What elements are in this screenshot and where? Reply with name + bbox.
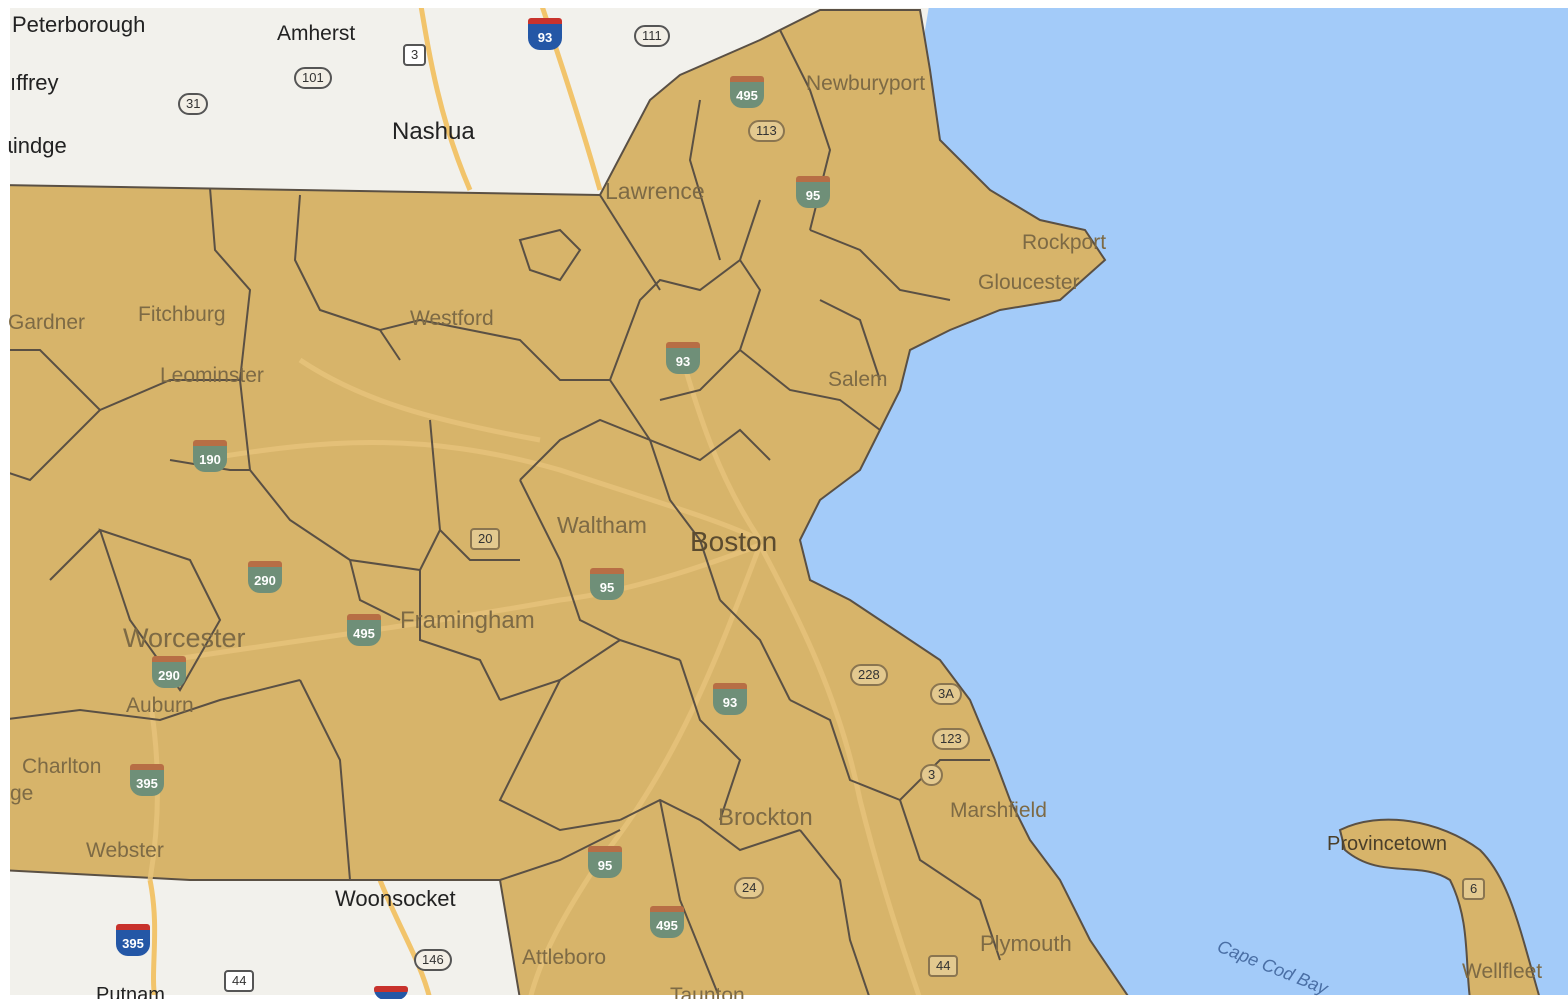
interstate-shield-290-south: 290: [152, 656, 186, 688]
interstate-shield-93: 93: [528, 18, 562, 50]
interstate-shield-495-north: 495: [730, 76, 764, 108]
route-shield-3a: 3A: [930, 683, 962, 705]
route-shield-31: 31: [178, 93, 209, 115]
interstate-shield-partial: [374, 986, 408, 999]
label-woonsocket: Woonsocket: [335, 886, 456, 911]
label-wellfleet: Wellfleet: [1462, 960, 1543, 983]
label-newburyport: Newburyport: [806, 72, 926, 95]
label-rockport: Rockport: [1022, 231, 1107, 254]
label-nashua: Nashua: [392, 118, 475, 145]
roads-inside: [147, 349, 923, 999]
label-ge: ge: [10, 782, 34, 805]
top-edge: [0, 0, 1568, 8]
district-borders: [0, 29, 1001, 999]
interstate-shield-290: 290: [248, 561, 282, 593]
interstate-shield-495-south: 495: [650, 906, 684, 938]
label-worcester: Worcester: [123, 623, 246, 653]
route-shield-3-south: 3: [920, 764, 944, 786]
label-framingham: Framingham: [400, 607, 535, 634]
interstate-shield-95-south: 95: [588, 846, 622, 878]
label-boston: Boston: [690, 526, 778, 557]
label-waltham: Waltham: [557, 512, 647, 538]
route-shield-20: 20: [470, 528, 501, 550]
label-westford: Westford: [410, 307, 494, 330]
route-shield-101: 101: [294, 67, 332, 89]
left-edge: [0, 0, 10, 999]
label-salem: Salem: [828, 368, 888, 391]
label-gardner: Gardner: [8, 311, 86, 334]
route-shield-111: 111: [634, 25, 670, 47]
roads-outside: [147, 0, 603, 999]
label-auburn: Auburn: [126, 694, 194, 717]
route-shield-113: 113: [748, 120, 785, 142]
interstate-shield-395-north: 395: [130, 764, 164, 796]
interstate-shield-495-west: 495: [347, 614, 381, 646]
label-jaffrey: ıffrey: [10, 70, 59, 95]
label-lawrence: Lawrence: [605, 178, 705, 204]
label-plymouth: Plymouth: [980, 931, 1072, 956]
interstate-shield-95-north: 95: [796, 176, 830, 208]
interstate-shield-93-middle: 93: [666, 342, 700, 374]
label-provincetown: Provincetown: [1327, 833, 1448, 855]
label-gloucester: Gloucester: [978, 271, 1080, 294]
interstate-shield-95-west: 95: [590, 568, 624, 600]
label-rindge: ɩindge: [8, 133, 67, 158]
label-fitchburg: Fitchburg: [138, 303, 226, 326]
route-shield-6: 6: [1462, 878, 1486, 900]
route-shield-24: 24: [734, 877, 765, 899]
label-taunton: Taunton: [670, 984, 745, 999]
label-brockton: Brockton: [718, 804, 813, 831]
label-charlton: Charlton: [22, 755, 102, 778]
label-amherst: Amherst: [277, 22, 356, 45]
route-shield-3: 3: [403, 44, 427, 66]
label-attleboro: Attleboro: [522, 946, 607, 969]
interstate-shield-93-south: 93: [713, 683, 747, 715]
label-peterborough: Peterborough: [12, 12, 146, 37]
label-webster: Webster: [86, 839, 164, 862]
bottom-edge: [0, 995, 1568, 999]
route-shield-44-east: 44: [928, 955, 959, 977]
route-shield-44-west: 44: [224, 970, 255, 992]
label-putnam: Putnam: [96, 984, 165, 999]
route-shield-123: 123: [932, 728, 970, 750]
cape-cod-region: [1338, 818, 1542, 999]
interstate-shield-190: 190: [193, 440, 227, 472]
interstate-shield-395-south: 395: [116, 924, 150, 956]
label-leominster: Leominster: [160, 364, 264, 387]
route-shield-228: 228: [850, 664, 888, 686]
route-shield-146: 146: [414, 949, 452, 971]
label-marshfield: Marshfield: [950, 799, 1047, 822]
